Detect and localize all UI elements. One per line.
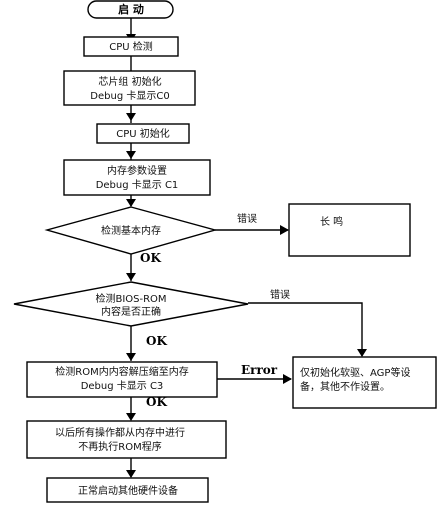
start-label: 启 动 [118, 2, 144, 16]
arrowheads [126, 34, 367, 478]
ok-label-3: OK [146, 395, 167, 409]
check-base-memory-label: 检测基本内存 [101, 224, 161, 237]
check-bios-label-2: 内容是否正确 [101, 305, 161, 318]
memory-params-step: 内存参数设置 Debug 卡显示 C1 [63, 159, 211, 196]
init-only-label-1: 仅初始化软驱、AGP等设 [300, 366, 410, 379]
long-beep-step: 长 鸣 [288, 203, 411, 257]
memory-params-label-2: Debug 卡显示 C1 [96, 178, 179, 191]
check-bios-label-1: 检测BIOS-ROM [95, 292, 166, 305]
ok-label-2: OK [146, 334, 167, 348]
start-other-hardware-label: 正常启动其他硬件设备 [78, 484, 178, 497]
start-node: 启 动 [87, 0, 174, 19]
decompress-label-2: Debug 卡显示 C3 [81, 379, 164, 392]
chipset-init-label-2: Debug 卡显示C0 [90, 89, 169, 102]
run-from-memory-label-1: 以后所有操作都从内存中进行 [55, 426, 185, 439]
cpu-check-label: CPU 检测 [109, 40, 153, 53]
error-label-2: 错误 [270, 288, 290, 301]
decompress-rom-step: 检测ROM内内容解压缩至内存 Debug 卡显示 C3 [26, 361, 218, 398]
run-from-memory-step: 以后所有操作都从内存中进行 不再执行ROM程序 [26, 420, 227, 459]
chipset-init-step: 芯片组 初始化 Debug 卡显示C0 [63, 70, 196, 106]
error-label-1: 错误 [237, 212, 257, 225]
connector-lines [130, 17, 363, 477]
check-bios-decision: 检测BIOS-ROM 内容是否正确 [13, 281, 249, 327]
cpu-init-step: CPU 初始化 [96, 123, 190, 144]
start-other-hardware-step: 正常启动其他硬件设备 [46, 477, 209, 503]
ok-label-1: OK [140, 251, 161, 265]
chipset-init-label-1: 芯片组 初始化 [98, 75, 161, 88]
memory-params-label-1: 内存参数设置 [107, 164, 167, 177]
check-base-memory-decision: 检测基本内存 [44, 206, 218, 255]
init-only-label-2: 备，其他不作设置。 [300, 380, 390, 393]
decompress-label-1: 检测ROM内内容解压缩至内存 [55, 365, 188, 378]
cpu-check-step: CPU 检测 [83, 36, 179, 57]
error-label-3: Error [241, 363, 278, 377]
run-from-memory-label-2: 不再执行ROM程序 [78, 440, 161, 453]
cpu-init-label: CPU 初始化 [116, 127, 170, 140]
long-beep-label: 长 鸣 [320, 215, 343, 228]
init-only-step: 仅初始化软驱、AGP等设 备，其他不作设置。 [292, 356, 437, 409]
